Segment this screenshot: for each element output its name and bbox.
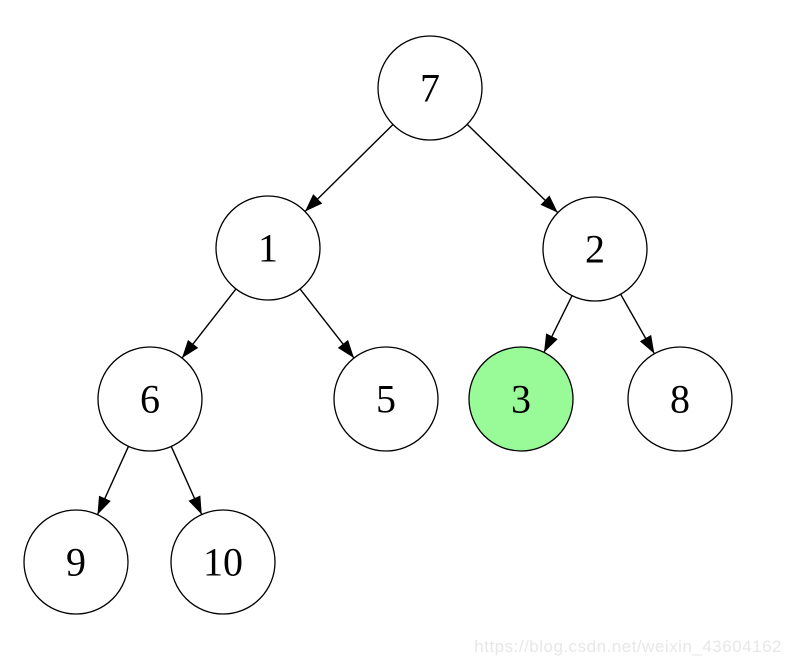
tree-edge-7-1 [304, 124, 394, 212]
node-circle [23, 509, 129, 615]
node-circle-highlighted [468, 346, 574, 452]
tree-edge-1-6 [181, 288, 237, 359]
tree-node-2: 2 [542, 196, 648, 302]
node-circle [97, 346, 203, 452]
tree-node-7: 7 [377, 35, 483, 141]
tree-node-6: 6 [97, 346, 203, 452]
tree-edge-6-10 [170, 446, 203, 515]
tree-node-5: 5 [333, 346, 439, 452]
node-label: 3 [511, 377, 531, 422]
node-circle [333, 346, 439, 452]
node-circle [627, 346, 733, 452]
tree-edge-2-3 [543, 295, 573, 353]
node-label: 8 [670, 377, 690, 422]
node-circle [215, 195, 321, 301]
node-label: 6 [140, 377, 160, 422]
node-label: 7 [420, 66, 440, 111]
node-label: 2 [585, 227, 605, 272]
node-label: 1 [258, 226, 278, 271]
tree-node-3: 3 [468, 346, 574, 452]
tree-node-10: 10 [170, 509, 276, 615]
node-circle [542, 196, 648, 302]
node-label: 9 [66, 540, 86, 585]
tree-node-9: 9 [23, 509, 129, 615]
tree-edge-7-2 [466, 123, 559, 214]
tree-edge-6-9 [96, 446, 130, 515]
watermark-text: https://blog.csdn.net/weixin_43604162 [474, 637, 782, 656]
node-circle [170, 509, 276, 615]
tree-edge-1-5 [299, 288, 355, 359]
node-circle [377, 35, 483, 141]
tree-node-1: 1 [215, 195, 321, 301]
node-label: 10 [203, 540, 243, 585]
node-label: 5 [376, 377, 396, 422]
tree-edge-2-8 [620, 293, 655, 355]
tree-node-8: 8 [627, 346, 733, 452]
